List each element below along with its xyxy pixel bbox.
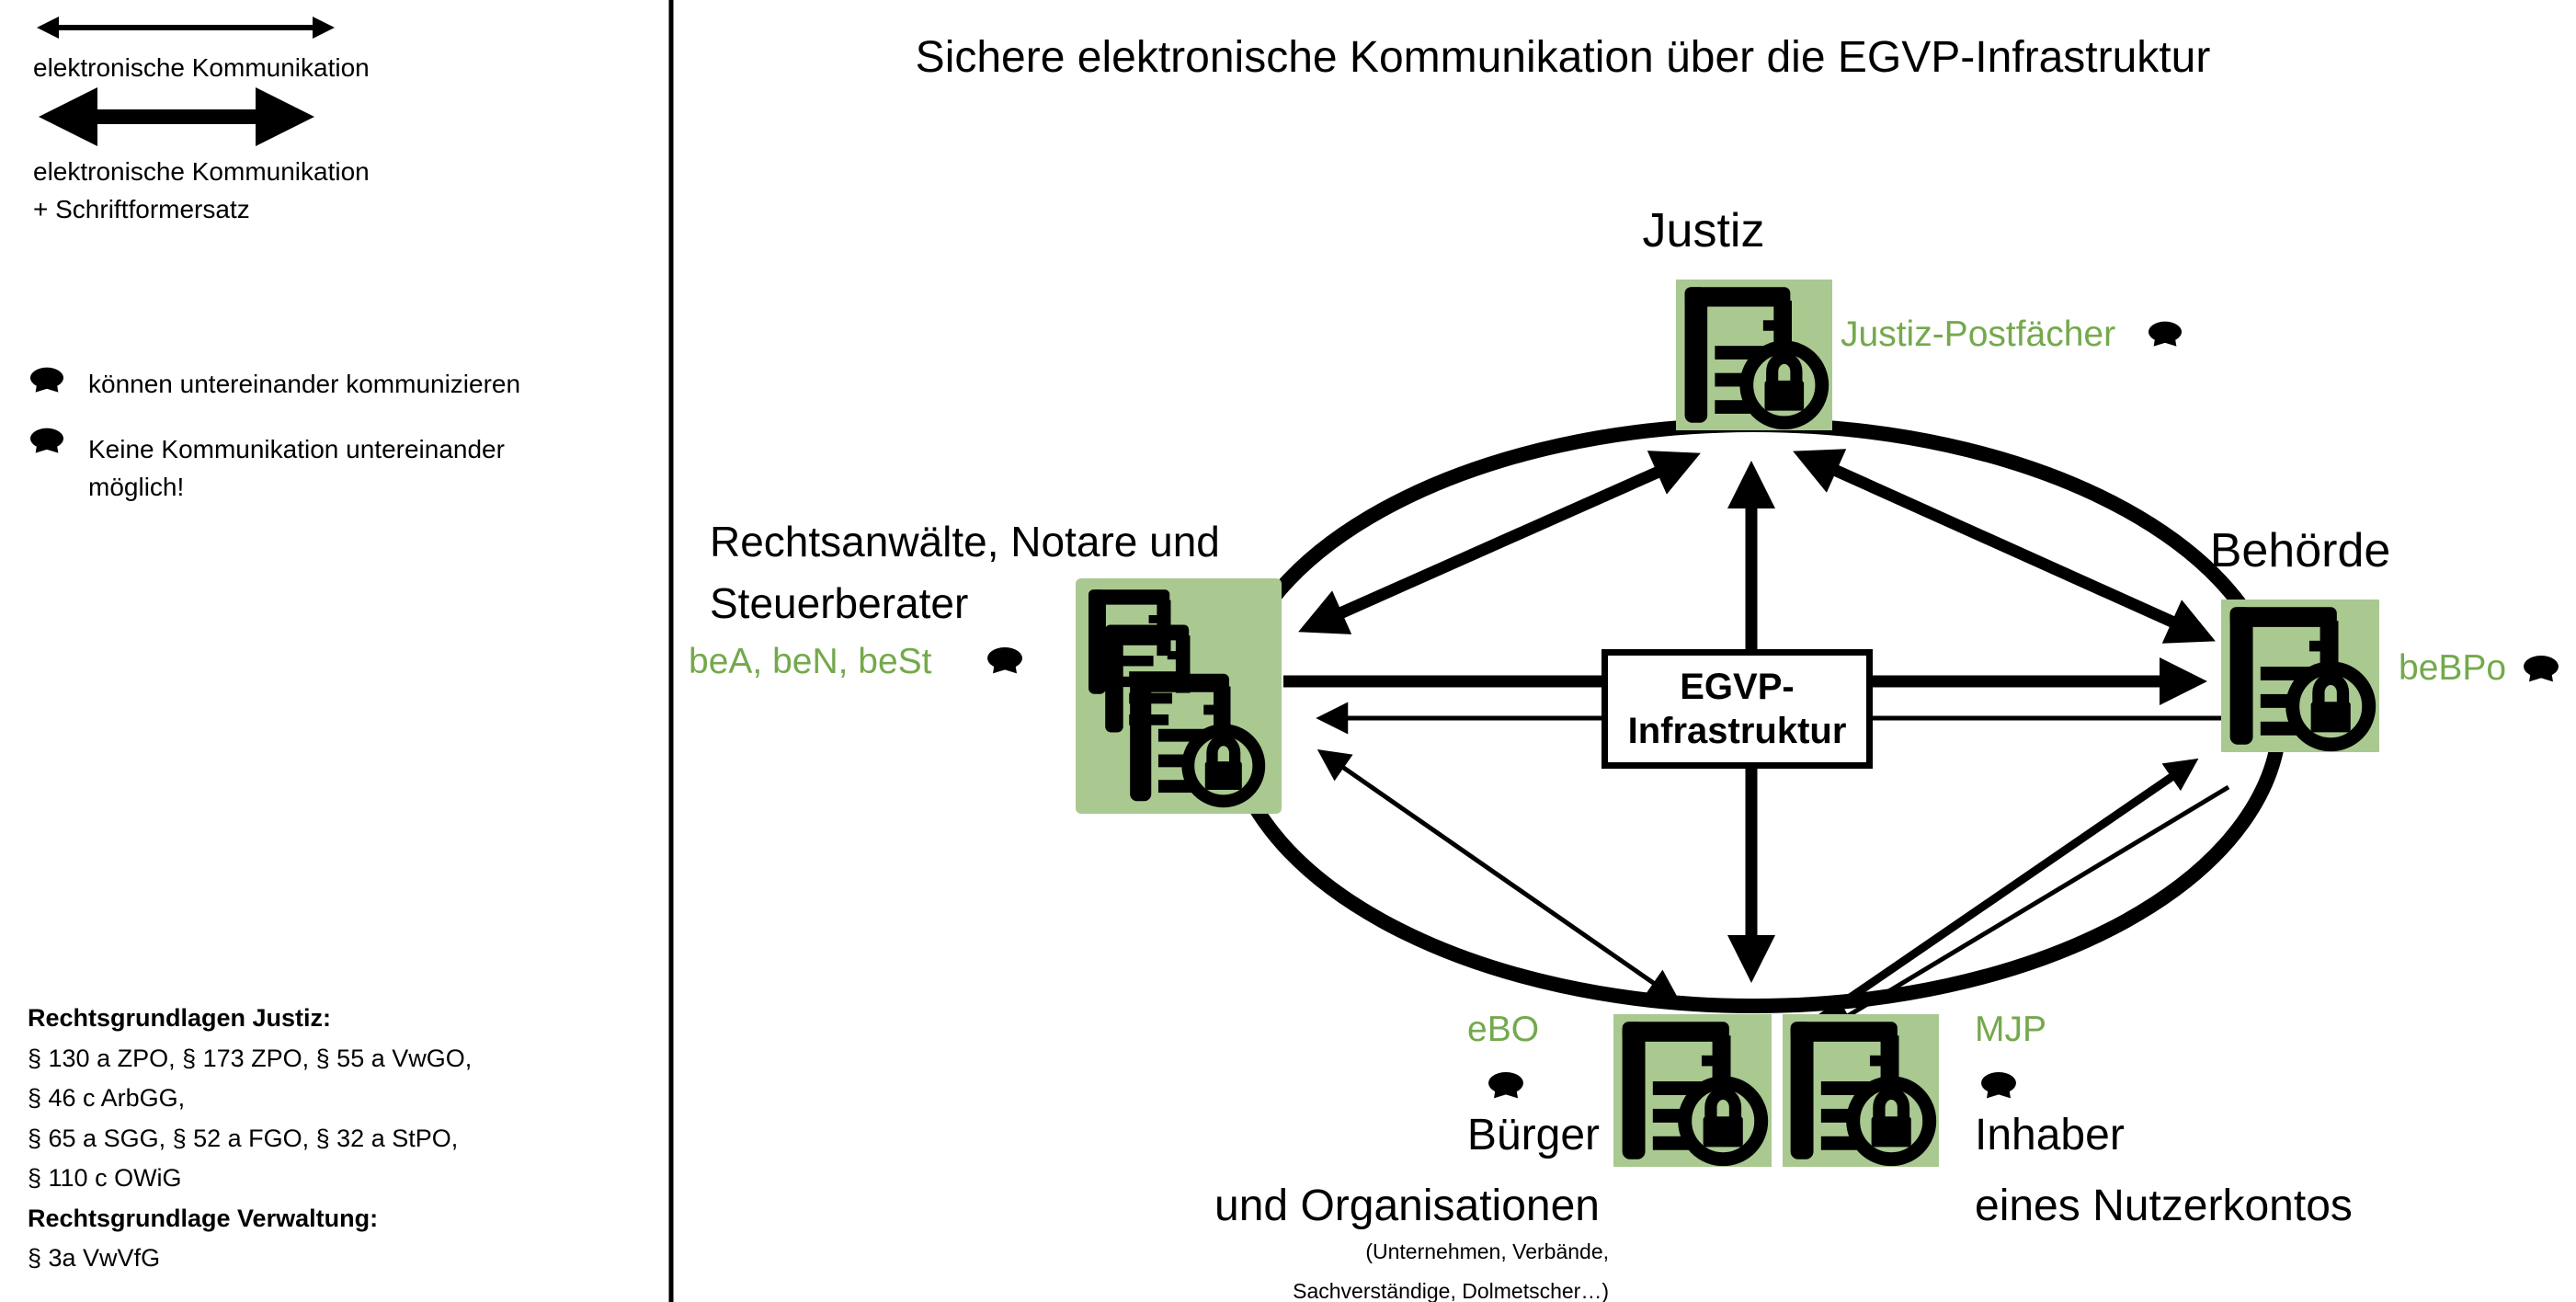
legend-orange-sync-label: Keine Kommunikation untereinander möglic… [88,430,505,506]
arrow-nutzerkonto-behoerde [1814,758,2199,1024]
legal-line: § 65 a SGG, § 52 a FGO, § 32 a StPO, [28,1124,459,1152]
legal-justiz-heading: Rechtsgrundlagen Justiz: [28,1004,332,1032]
legend-thick-arrow-label-line1: elektronische Kommunikation [33,157,370,186]
arrow-justiz-behoerde [1793,449,2216,644]
behoerde-mailbox-icon [2221,600,2379,752]
behoerde-mailbox-label: beBPo [2399,648,2507,688]
arrow-lawyers-justiz [1298,451,1701,634]
node-nutzerkonto-label-line1: Inhaber [1975,1111,2125,1159]
lawyers-mailbox-icon [1076,578,1282,814]
node-justiz-label: Justiz [1642,204,1765,257]
node-buerger-sublabel-line2: Sachverständige, Dolmetscher…) [1293,1279,1609,1302]
justiz-mailbox-label: Justiz-Postfächer [1841,314,2116,354]
legal-basis-block: Rechtsgrundlagen Justiz: § 130 a ZPO, § … [28,999,472,1279]
node-nutzerkonto-label-line2: eines Nutzerkontos [1975,1182,2353,1230]
egvp-box-line2: Infrastruktur [1627,711,1847,751]
node-buerger-sublabel: (Unternehmen, Verbände, Sachverständige,… [1293,1232,1609,1302]
sync-orange-icon [24,423,70,456]
legend-thick-arrow-label-line2: + Schriftformersatz [33,195,250,223]
legend-orange-sync-label-line1: Keine Kommunikation untereinander [88,435,505,463]
lawyers-sync-green-icon [981,642,1029,677]
arrow-behoerde-nutzerkonto-thin [1820,784,2230,1033]
node-nutzerkonto-label: Inhaber eines Nutzerkontos [1975,1100,2353,1241]
node-buerger-sublabel-line1: (Unternehmen, Verbände, [1365,1239,1609,1263]
arrow-lawyers-buerger-thin [1316,749,1681,1001]
nutzerkonto-mailbox-label: MJP [1975,1010,2046,1049]
buerger-mailbox-icon [1613,1014,1772,1167]
egvp-box-line1: EGVP- [1680,667,1795,707]
legend-green-sync-label: können untereinander kommunizieren [88,370,521,398]
node-lawyers-label-line2: Steuerberater [710,579,969,627]
node-buerger-label: Bürger und Organisationen [1214,1100,1600,1241]
justiz-mailbox-icon [1676,280,1832,430]
egvp-infrastructure-box: EGVP- Infrastruktur [1601,649,1873,769]
lawyers-mailbox-label: beA, beN, beSt [689,642,932,681]
legal-line: § 130 a ZPO, § 173 ZPO, § 55 a VwGO, [28,1044,473,1072]
nutzerkonto-sync-orange-icon [1975,1067,2023,1102]
node-behoerde-label: Behörde [2209,524,2391,577]
legend-thin-arrow-label: elektronische Kommunikation [33,53,370,82]
legal-line: § 110 c OWiG [28,1164,182,1192]
document-lock-icon [1123,667,1267,808]
diagram-title: Sichere elektronische Kommunikation über… [915,33,2211,82]
node-buerger-label-line2: und Organisationen [1214,1182,1600,1230]
legend-thick-arrow-label: elektronische Kommunikation + Schriftfor… [33,153,370,228]
buerger-mailbox-label: eBO [1467,1010,1540,1049]
justiz-sync-green-icon [2142,316,2188,349]
sync-green-icon [24,362,70,395]
node-buerger-label-line1: Bürger [1466,1111,1600,1159]
buerger-sync-orange-icon [1482,1067,1530,1102]
legal-verwaltung-heading: Rechtsgrundlage Verwaltung: [28,1204,379,1232]
legal-line: § 3a VwVfG [28,1244,161,1272]
node-lawyers-label-line1: Rechtsanwälte, Notare und [710,518,1220,565]
legend-orange-sync-label-line2: möglich! [88,473,185,501]
nutzerkonto-mailbox-icon [1783,1014,1939,1167]
node-lawyers-label: Rechtsanwälte, Notare und Steuerberater [710,511,1220,634]
behoerde-sync-green-icon [2517,650,2565,685]
legal-line: § 46 c ArbGG, [28,1084,186,1112]
